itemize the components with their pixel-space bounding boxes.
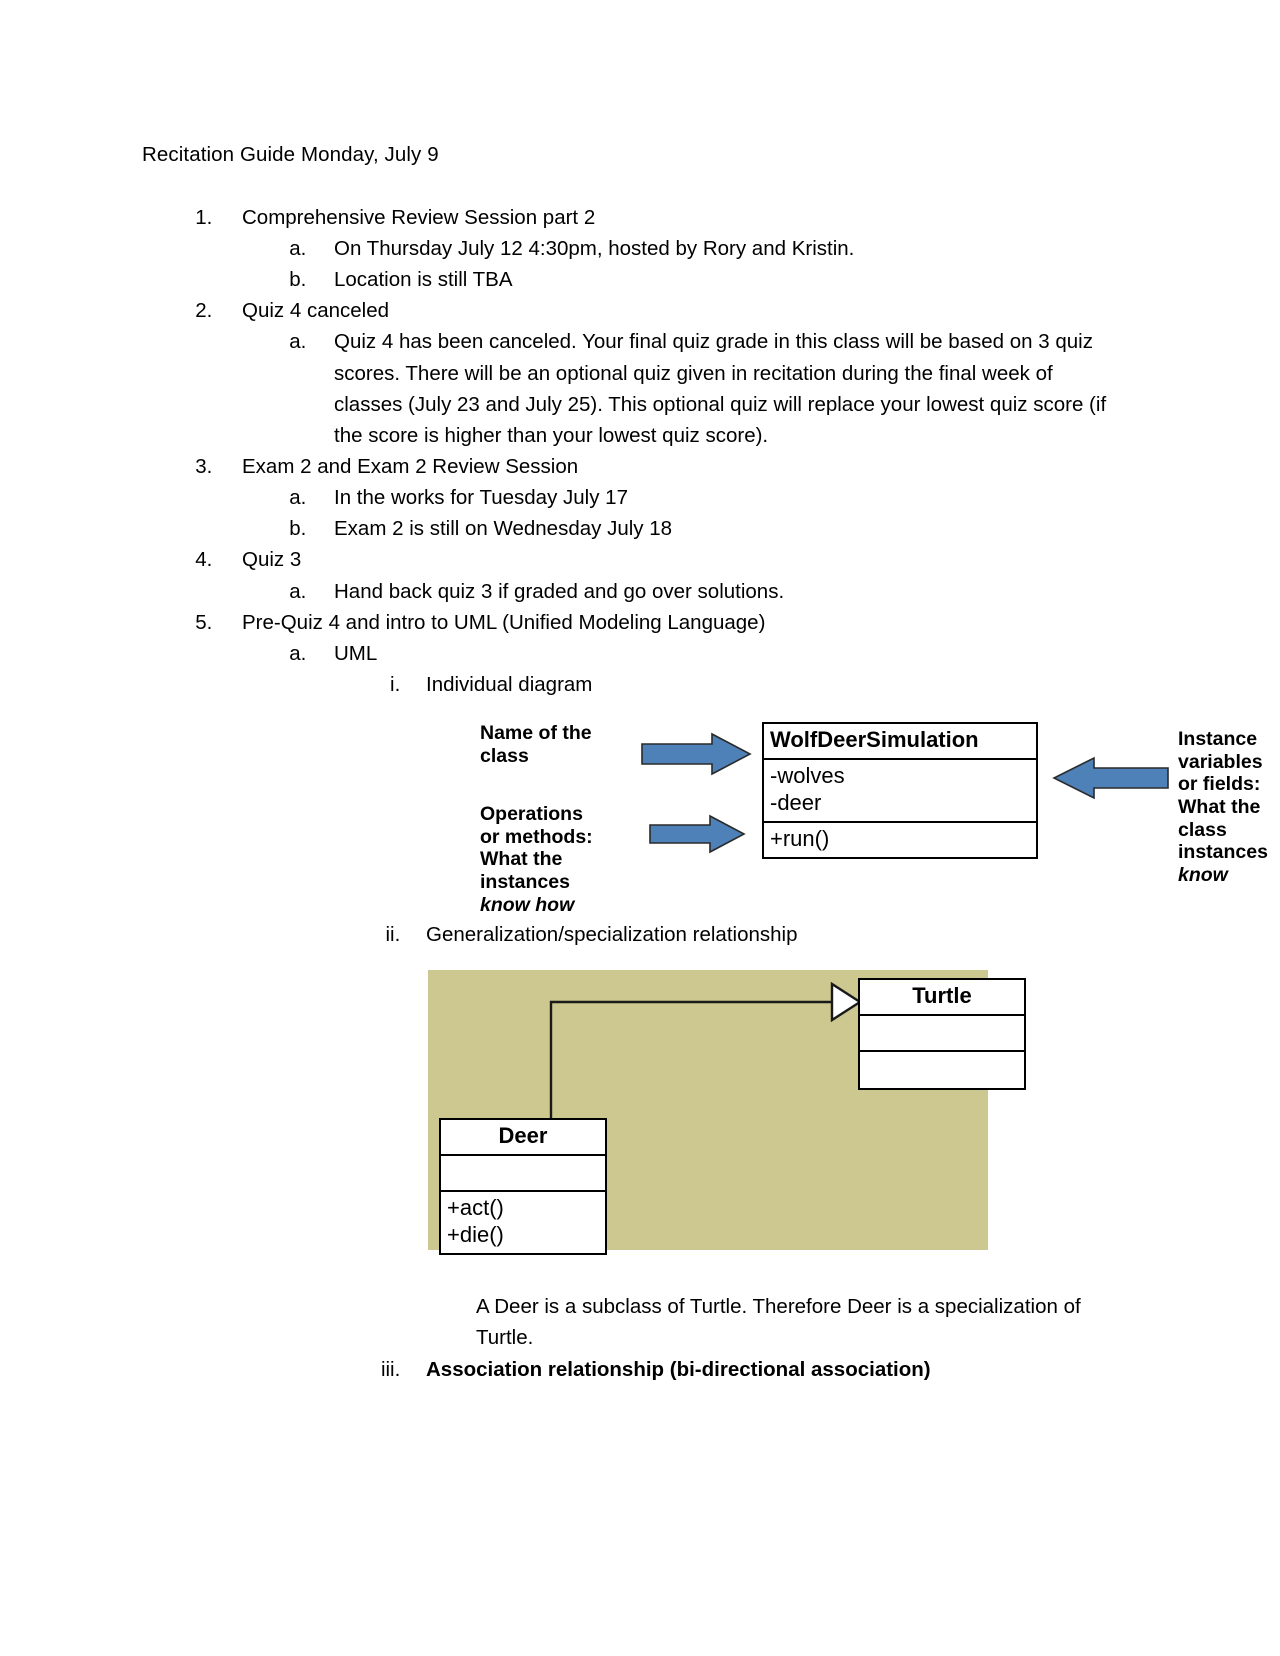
list-item-text: Association relationship (bi-directional… [426,1357,931,1381]
list-item-text: Quiz 3 [242,548,302,572]
label-name-of-class: Name of the class [480,722,592,767]
list-item-association: Association relationship (bi-directional… [406,1354,1140,1385]
uml-class-box-wolfdeersimulation: WolfDeerSimulation -wolves -deer +run() [762,722,1038,859]
uml-class-name: WolfDeerSimulation [764,724,1036,761]
list-item: Quiz 3 Hand back quiz 3 if graded and go… [218,544,1140,606]
list-item-text: Location is still TBA [334,268,513,292]
uml-class-operations [860,1052,1024,1088]
list-item-text: On Thursday July 12 4:30pm, hosted by Ro… [334,236,855,260]
sub-list: Quiz 4 has been canceled. Your final qui… [242,326,1140,451]
list-item-individual-diagram: Individual diagram Name of the class [406,669,1268,916]
uml-class-attributes [860,1016,1024,1053]
list-item-text: Generalization/specialization relationsh… [426,923,798,947]
sub-list: UML Individual diagram Name of the class [242,638,1268,1385]
list-item: Pre-Quiz 4 and intro to UML (Unified Mod… [218,607,1268,1385]
list-item-text: Exam 2 and Exam 2 Review Session [242,454,579,478]
list-item-text: Comprehensive Review Session part 2 [242,205,596,229]
list-item: Location is still TBA [312,264,1140,295]
outline-list: Comprehensive Review Session part 2 On T… [140,202,1268,1385]
list-item-text: Quiz 4 canceled [242,299,390,323]
page-title: Recitation Guide Monday, July 9 [142,143,439,166]
list-item: Comprehensive Review Session part 2 On T… [218,202,1140,295]
list-item-text: Pre-Quiz 4 and intro to UML (Unified Mod… [242,610,766,634]
list-item-text: Quiz 4 has been canceled. Your final qui… [334,330,1107,447]
list-item-text: In the works for Tuesday July 17 [334,486,628,510]
list-item: Quiz 4 canceled Quiz 4 has been canceled… [218,295,1140,451]
arrow-right-icon [649,814,746,854]
uml-class-box-turtle: Turtle [858,978,1026,1091]
uml-class-box-deer: Deer +act() +die() [439,1118,607,1255]
list-item: In the works for Tuesday July 17 [312,482,1140,513]
sub-list: On Thursday July 12 4:30pm, hosted by Ro… [242,233,1140,295]
arrow-left-icon [1052,756,1169,800]
generalization-connector [549,982,863,1131]
arrow-right-icon [641,732,752,776]
list-item: Hand back quiz 3 if graded and go over s… [312,576,1140,607]
uml-class-attributes [441,1156,605,1193]
list-item: On Thursday July 12 4:30pm, hosted by Ro… [312,233,1140,264]
list-item: Exam 2 is still on Wednesday July 18 [312,513,1140,544]
uml-class-attributes: -wolves -deer [764,760,1036,823]
list-item: Exam 2 and Exam 2 Review Session In the … [218,451,1140,544]
sub-list: Hand back quiz 3 if graded and go over s… [242,576,1140,607]
uml-class-operations: +act() +die() [447,1195,504,1248]
uml-class-name: Deer [441,1120,605,1157]
uml-class-name: Turtle [860,980,1024,1017]
list-item-text: Exam 2 is still on Wednesday July 18 [334,517,673,541]
label-operations-or-methods: Operations or methods: What the instance… [480,803,593,916]
uml-class-operations: +run() [770,825,830,851]
label-instance-variables: Instance variables or fields: What the c… [1178,728,1268,886]
list-item: UML Individual diagram Name of the class [312,638,1268,1385]
uml-sub-list: Individual diagram Name of the class [334,669,1268,1385]
generalization-caption: A Deer is a subclass of Turtle. Therefor… [476,1295,1081,1350]
list-item-text: UML [334,641,378,665]
sub-list: In the works for Tuesday July 17 Exam 2 … [242,482,1140,544]
individual-class-diagram-figure: Name of the class Operations or methods: [380,706,1280,916]
list-item: Quiz 4 has been canceled. Your final qui… [312,326,1122,451]
generalization-diagram-figure: Turtle Deer +act() +die() [380,958,1280,1288]
list-item-text: Hand back quiz 3 if graded and go over s… [334,579,785,603]
list-item-generalization: Generalization/specialization relationsh… [406,919,1140,1354]
list-item-text: Individual diagram [426,673,593,697]
